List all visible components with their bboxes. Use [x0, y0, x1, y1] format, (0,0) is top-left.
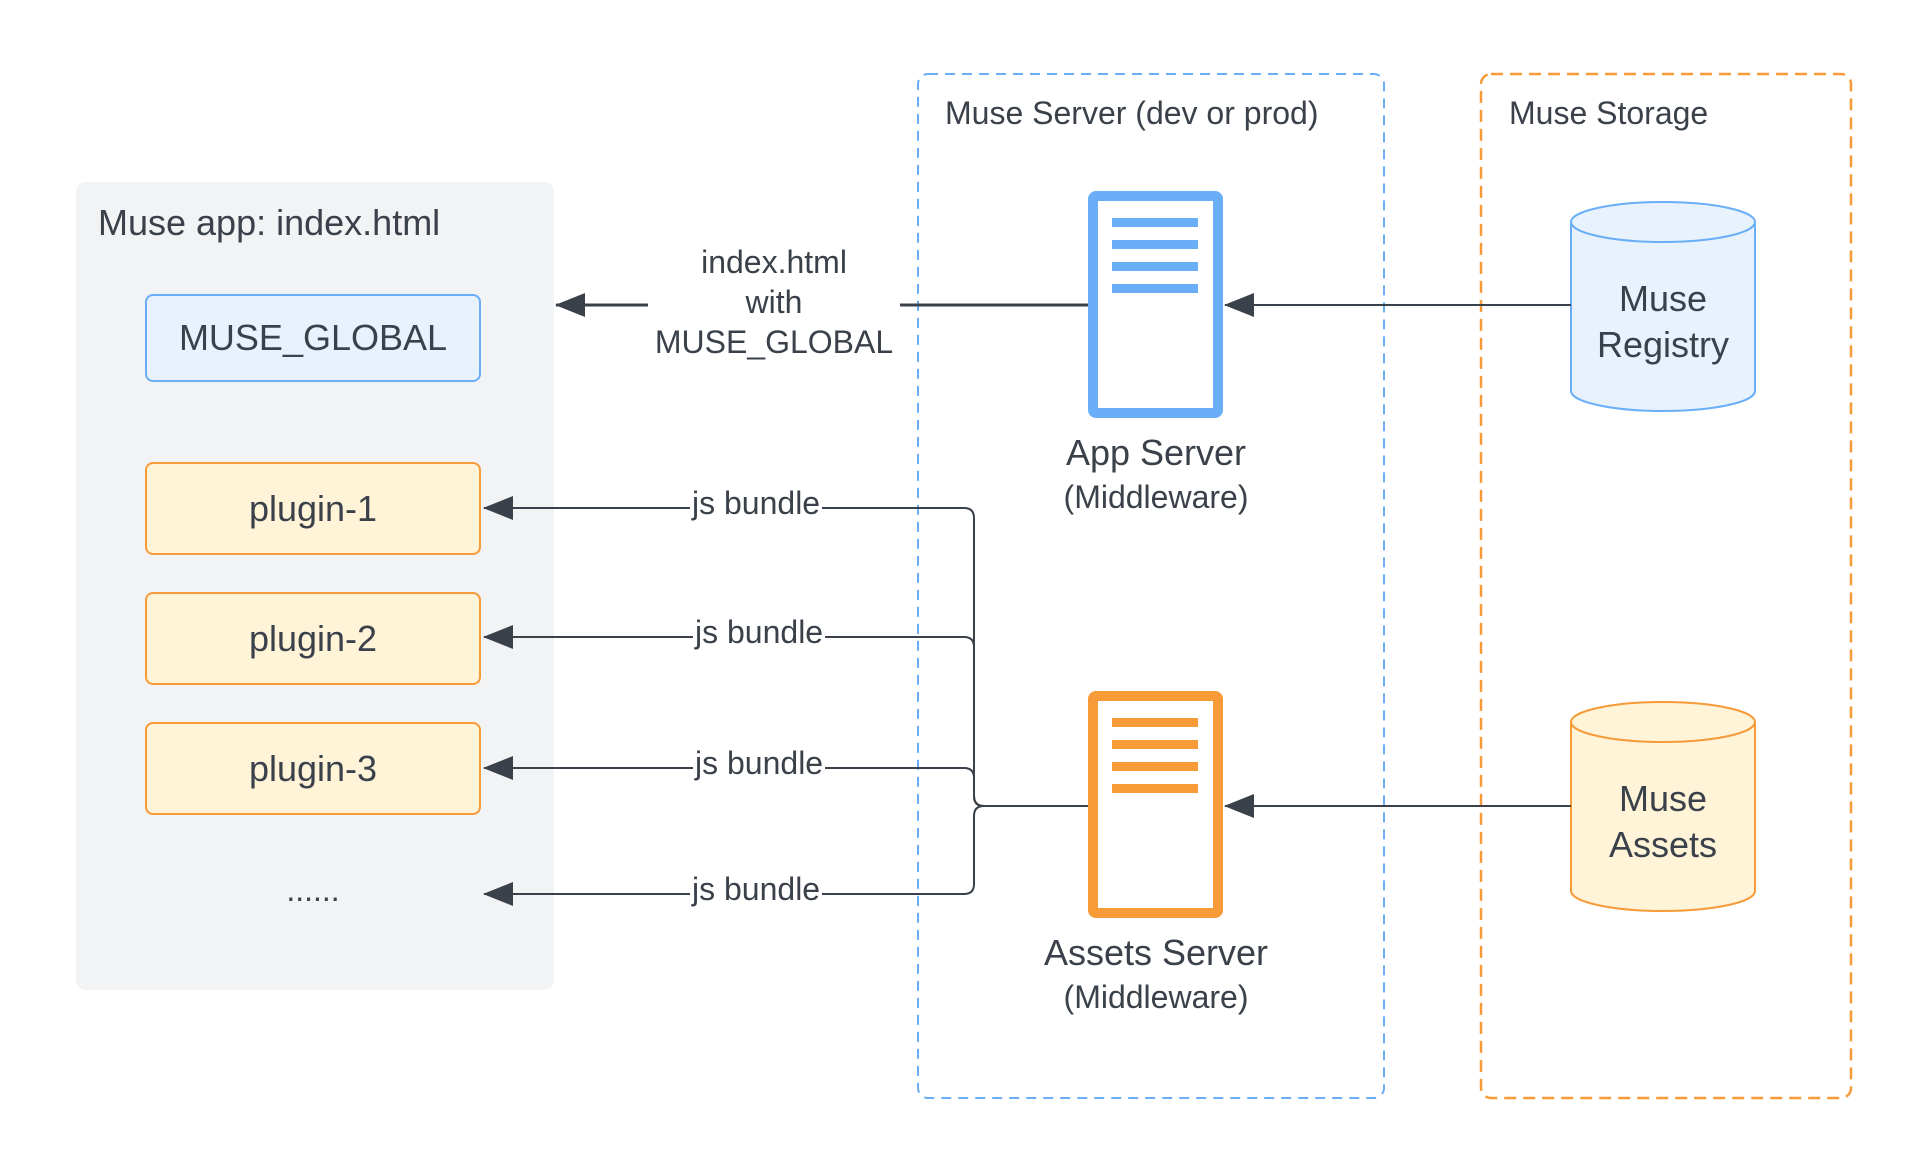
bundle-label-4: js bundle: [690, 871, 823, 907]
edge-bundle-3: [483, 756, 1088, 807]
storage-group-title: Muse Storage: [1509, 95, 1709, 131]
server-group-title: Muse Server (dev or prod): [945, 95, 1319, 131]
assets-label: Muse Assets: [1571, 776, 1755, 868]
bundle-label-3: js bundle: [693, 745, 826, 781]
registry-cylinder-icon: [1570, 201, 1756, 412]
registry-label-line2: Registry: [1596, 324, 1730, 365]
app-server-name: App Server: [1065, 432, 1247, 473]
index-edge-label-line1: index.html: [701, 244, 847, 280]
bundle-edges: [483, 496, 1088, 906]
plugin-2-box: plugin-2: [145, 592, 481, 685]
app-server-sub: (Middleware): [1063, 479, 1249, 515]
assets-label-line2: Assets: [1608, 824, 1718, 865]
app-server-icon: [1088, 191, 1223, 418]
plugin-3-box: plugin-3: [145, 722, 481, 815]
assets-server-name: Assets Server: [1043, 932, 1269, 973]
bundle-label-2: js bundle: [693, 614, 826, 650]
bundle-label-1: js bundle: [690, 485, 823, 521]
plugin-ellipsis: ......: [286, 872, 340, 908]
storage-group-border: [1479, 72, 1853, 1100]
registry-label-line1: Muse: [1618, 278, 1708, 319]
assets-server-icon: [1088, 691, 1223, 918]
edge-bundle-4: [483, 805, 1088, 906]
index-edge-label-line2: with: [745, 284, 803, 320]
server-group-border: [917, 73, 1385, 1099]
index-edge-label-line3: MUSE_GLOBAL: [654, 324, 894, 360]
assets-label-line1: Muse: [1618, 778, 1708, 819]
registry-label: Muse Registry: [1571, 276, 1755, 368]
plugin-1-box: plugin-1: [145, 462, 481, 555]
muse-global-box: MUSE_GLOBAL: [145, 294, 481, 382]
assets-server-sub: (Middleware): [1063, 979, 1249, 1015]
app-panel-title: Muse app: index.html: [98, 202, 441, 243]
assets-cylinder-icon: [1570, 701, 1756, 912]
index-edge-label: index.html with MUSE_GLOBAL: [648, 242, 900, 362]
